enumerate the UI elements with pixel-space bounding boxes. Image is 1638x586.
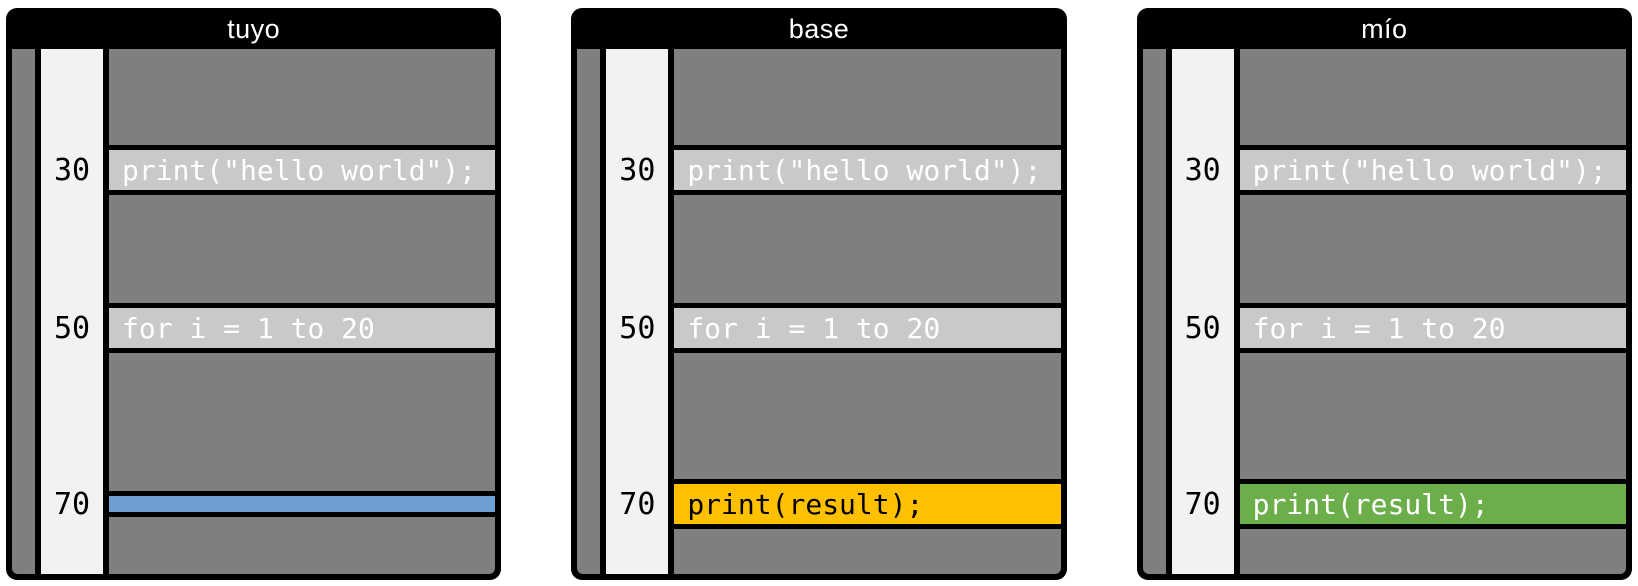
- code-line-deleted: [109, 479, 496, 529]
- code-line-unchanged: print("hello world");: [1239, 145, 1626, 195]
- scroll-strip: [577, 49, 601, 574]
- panel-title: mío: [1361, 14, 1408, 44]
- line-number: 70: [619, 486, 656, 522]
- line-number-gutter: [606, 49, 669, 574]
- panel-base: base 30 50 70 print("hello world"); for …: [571, 8, 1067, 580]
- line-number: 50: [619, 310, 656, 346]
- panel-mio: mío 30 50 70 print("hello world"); for i…: [1136, 8, 1632, 580]
- line-number: 30: [619, 152, 656, 188]
- deleted-line-bar: [109, 491, 496, 517]
- code-line-unchanged: print("hello world");: [109, 145, 496, 195]
- scroll-strip: [12, 49, 35, 574]
- line-number: 50: [1184, 310, 1221, 346]
- line-number-gutter: [1171, 49, 1234, 574]
- divider: [1233, 49, 1240, 574]
- line-number: 50: [53, 310, 91, 346]
- code-line-base-conflict: print(result);: [674, 479, 1061, 529]
- code-line-mine-change: print(result);: [1239, 479, 1626, 529]
- divider: [668, 49, 675, 574]
- line-number: 70: [53, 486, 91, 522]
- divider: [600, 49, 607, 574]
- panel-title: tuyo: [227, 14, 281, 44]
- line-number: 30: [1184, 152, 1221, 188]
- divider: [35, 49, 41, 574]
- code-line-unchanged: print("hello world");: [674, 145, 1061, 195]
- line-number-gutter: [41, 49, 103, 574]
- divider: [1165, 49, 1172, 574]
- file-view: 30 50 70 print("hello world"); for i = 1…: [1142, 49, 1626, 574]
- code-line-unchanged: for i = 1 to 20: [109, 303, 496, 353]
- panel-tuyo: tuyo 30 50 70 print("hello world"); for …: [6, 8, 502, 580]
- panel-title: base: [788, 14, 850, 44]
- code-line-unchanged: for i = 1 to 20: [674, 303, 1061, 353]
- scroll-strip: [1142, 49, 1166, 574]
- divider: [103, 49, 109, 574]
- line-number: 70: [1184, 486, 1221, 522]
- code-line-unchanged: for i = 1 to 20: [1239, 303, 1626, 353]
- file-view: 30 50 70 print("hello world"); for i = 1…: [12, 49, 496, 574]
- file-view: 30 50 70 print("hello world"); for i = 1…: [577, 49, 1061, 574]
- line-number: 30: [53, 152, 91, 188]
